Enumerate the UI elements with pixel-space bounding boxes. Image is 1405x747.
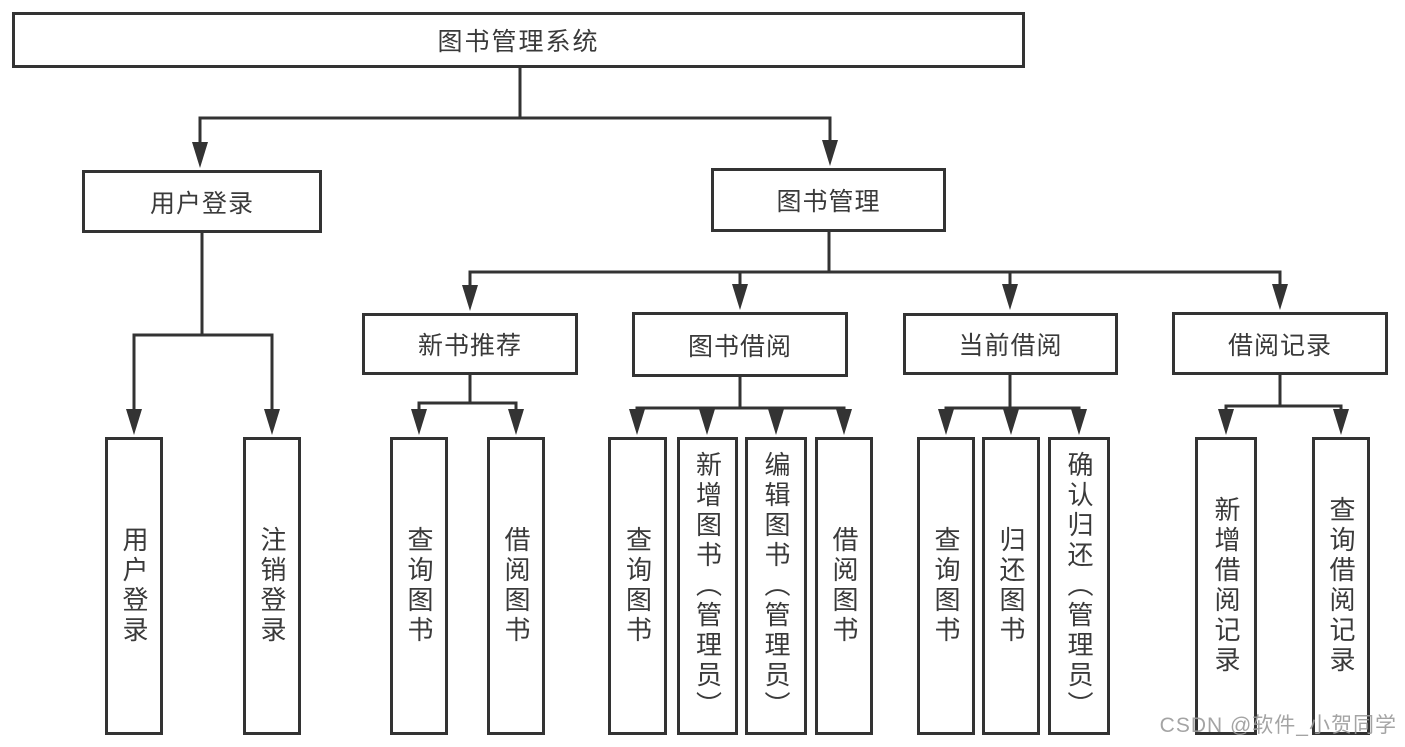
node-current-borrowing-label: 当前借阅	[958, 332, 1063, 360]
node-borrowing-records-label: 借阅记录	[1227, 331, 1332, 360]
leaf-query-books-borrowing: 查询图书	[608, 437, 667, 735]
leaf-user-login-label: 用户登录	[119, 526, 149, 646]
leaf-query-borrow-record: 查询借阅记录	[1312, 437, 1370, 735]
connector-new-book-recommend	[411, 373, 524, 435]
leaf-logout: 注销登录	[243, 437, 301, 735]
node-current-borrowing: 当前借阅	[903, 313, 1118, 375]
leaf-borrow-books-borrowing: 借阅图书	[815, 437, 873, 735]
leaf-user-login: 用户登录	[105, 437, 163, 735]
leaf-query-books-current: 查询图书	[917, 437, 975, 735]
leaf-borrow-books-recommend-label: 借阅图书	[501, 526, 531, 646]
leaf-confirm-return-admin-label: 确认归还（管理员）	[1064, 451, 1094, 721]
leaf-query-books-borrowing-label: 查询图书	[622, 526, 653, 646]
connector-book-borrowing	[629, 375, 852, 435]
connector-borrowing-records	[1218, 373, 1349, 435]
leaf-logout-label: 注销登录	[257, 526, 287, 646]
leaf-query-borrow-record-label: 查询借阅记录	[1326, 496, 1356, 676]
leaf-borrow-books-borrowing-label: 借阅图书	[829, 526, 859, 646]
leaf-borrow-books-recommend: 借阅图书	[487, 437, 545, 735]
leaf-confirm-return-admin: 确认归还（管理员）	[1048, 437, 1110, 735]
node-user-login-label: 用户登录	[149, 189, 254, 218]
leaf-query-books-recommend: 查询图书	[390, 437, 448, 735]
node-book-borrowing-label: 图书借阅	[687, 332, 792, 361]
node-root: 图书管理系统	[12, 12, 1025, 68]
leaf-return-books: 归还图书	[982, 437, 1040, 735]
connector-root-to-level2	[192, 66, 838, 168]
leaf-edit-books-admin-label: 编辑图书（管理员）	[761, 451, 791, 721]
connector-user-login	[126, 231, 280, 435]
node-book-management: 图书管理	[711, 168, 946, 232]
node-user-login: 用户登录	[82, 170, 322, 233]
node-new-book-recommend: 新书推荐	[362, 313, 578, 375]
node-new-book-recommend-label: 新书推荐	[417, 332, 522, 360]
leaf-return-books-label: 归还图书	[996, 526, 1026, 646]
node-root-label: 图书管理系统	[437, 28, 600, 56]
node-book-borrowing: 图书借阅	[632, 312, 848, 377]
connector-current-borrowing	[938, 373, 1087, 435]
node-book-management-label: 图书管理	[776, 188, 881, 216]
watermark: CSDN @软件_小贺同学	[1159, 714, 1397, 737]
leaf-add-borrow-record-label: 新增借阅记录	[1211, 496, 1241, 676]
leaf-add-borrow-record: 新增借阅记录	[1195, 437, 1257, 735]
node-borrowing-records: 借阅记录	[1172, 312, 1388, 375]
leaf-edit-books-admin: 编辑图书（管理员）	[745, 437, 807, 735]
leaf-add-books-admin: 新增图书（管理员）	[677, 437, 738, 735]
leaf-query-books-recommend-label: 查询图书	[404, 526, 434, 646]
leaf-add-books-admin-label: 新增图书（管理员）	[692, 451, 723, 721]
connector-book-management	[462, 230, 1288, 311]
leaf-query-books-current-label: 查询图书	[931, 526, 961, 646]
